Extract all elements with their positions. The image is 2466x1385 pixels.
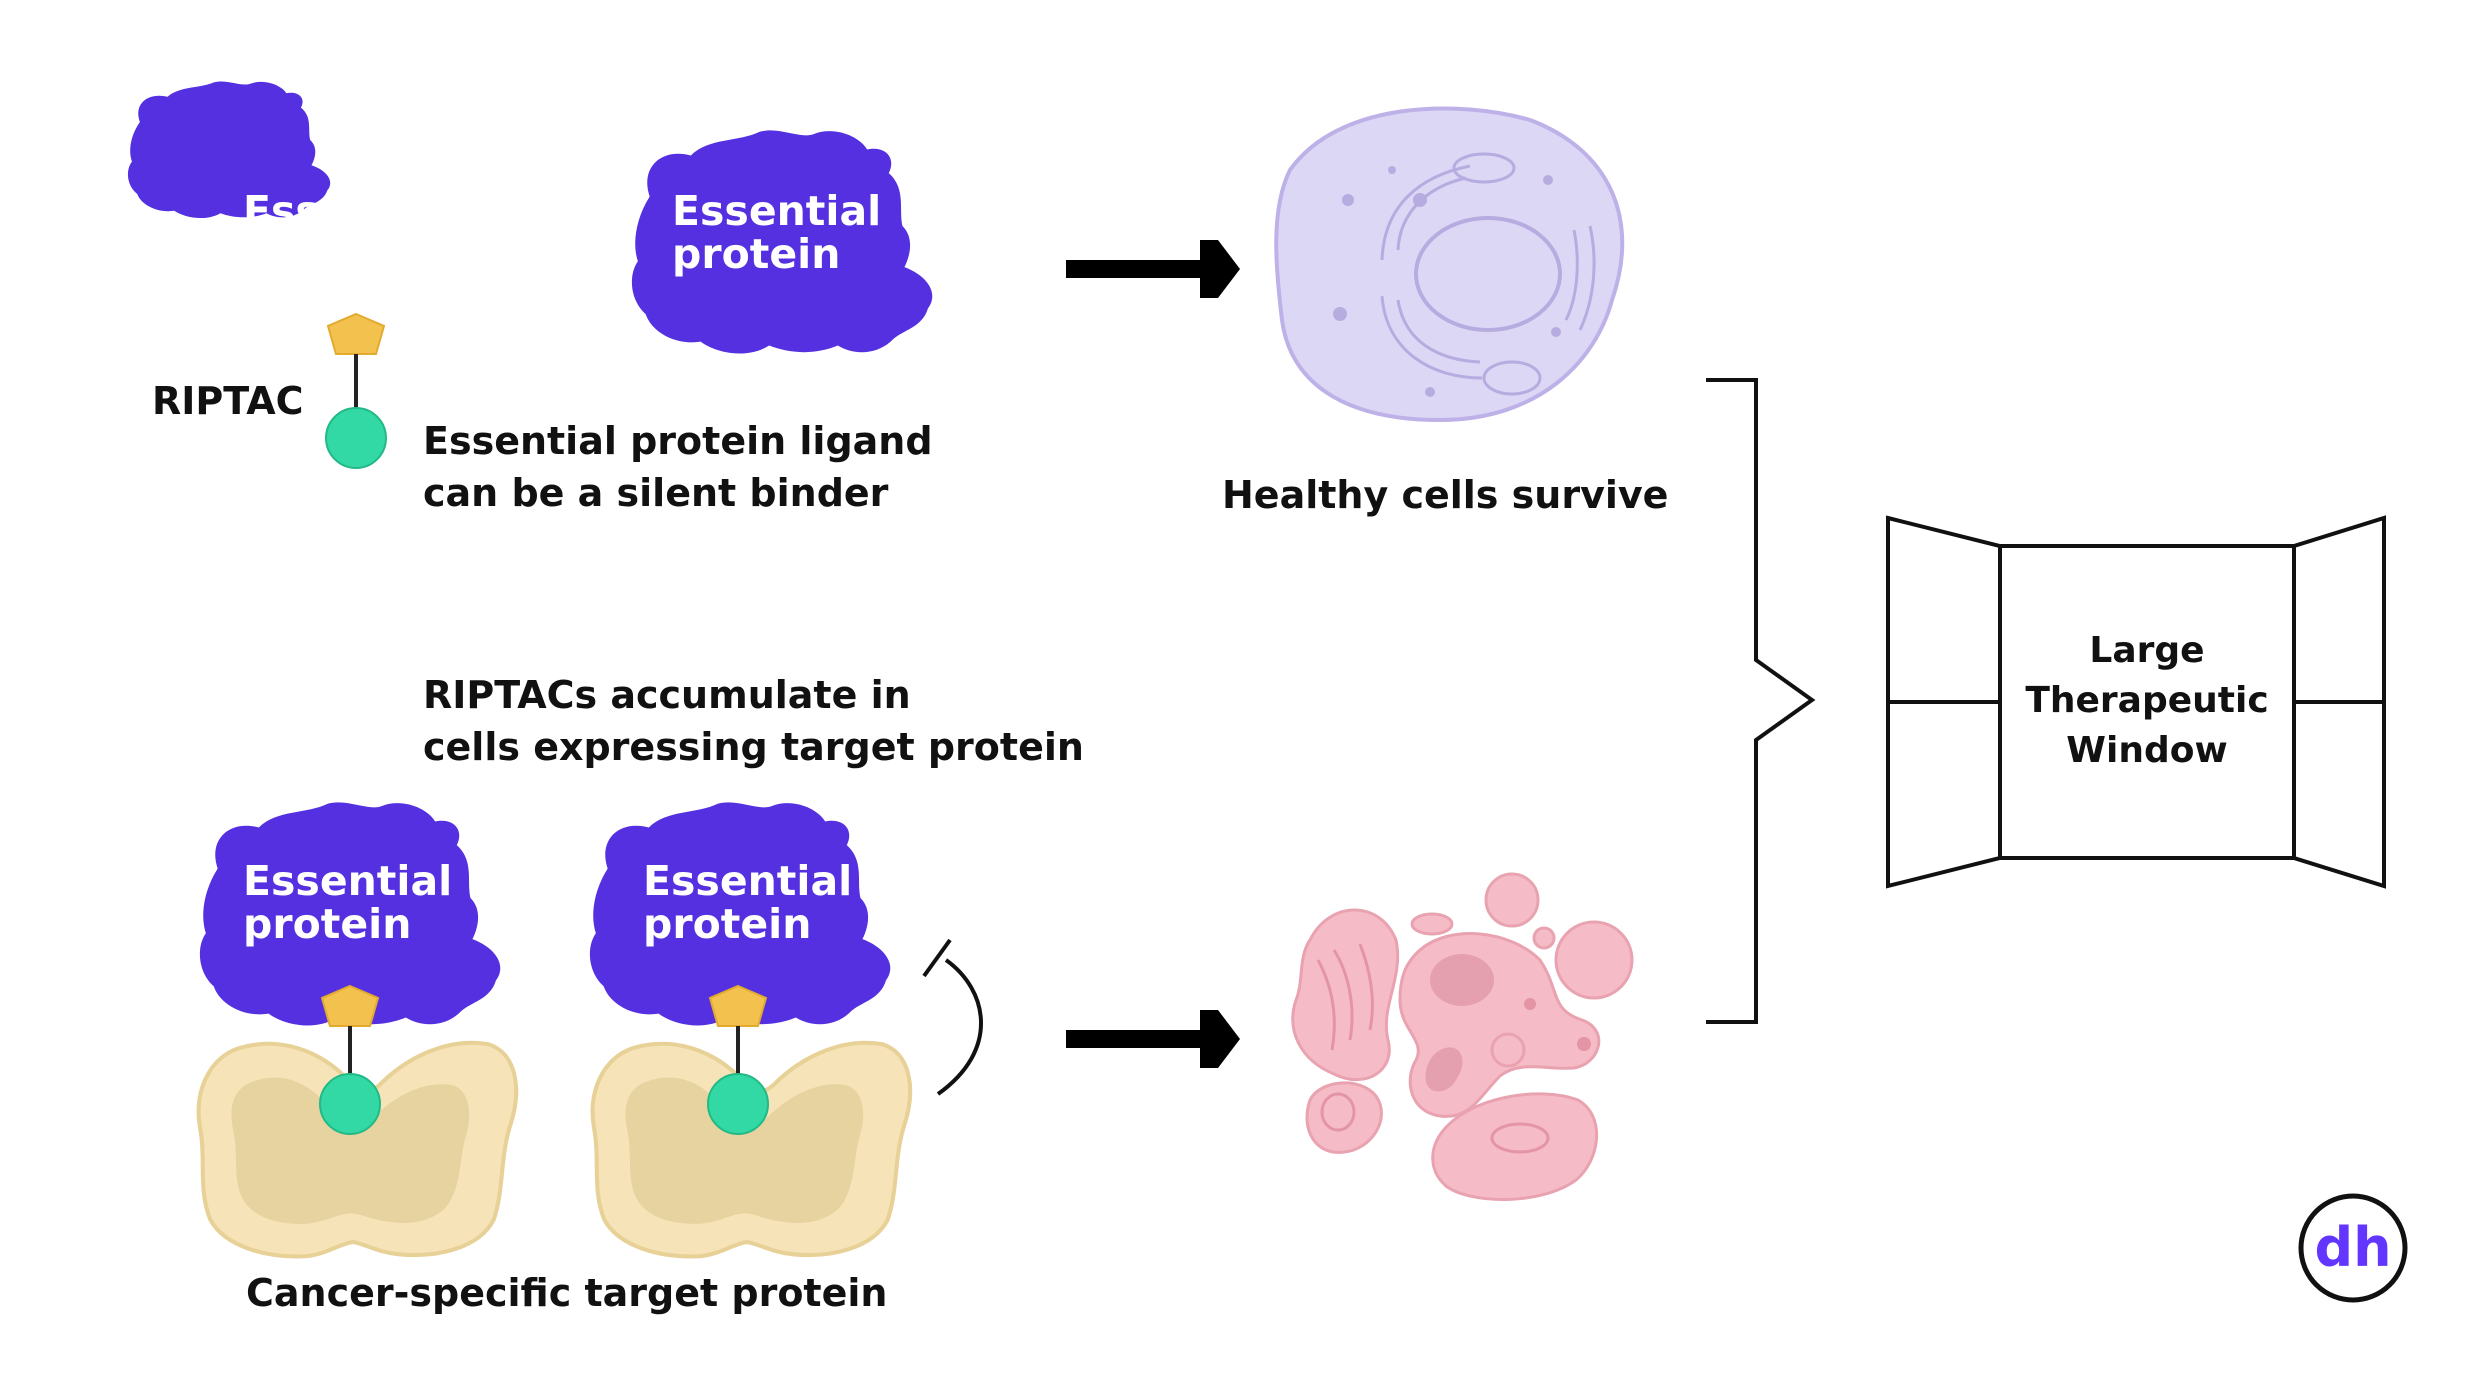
- protein-label-line2: protein: [643, 900, 811, 948]
- protein-label-line2: protein: [243, 230, 411, 278]
- top-protein-1: Essential protein: [127, 81, 452, 278]
- protein-label-line2: protein: [672, 230, 840, 278]
- window-label-line3: Window: [2066, 730, 2227, 771]
- bottom-complex-2: Essential protein: [589, 802, 910, 1256]
- accumulate-note-line1: RIPTACs accumulate in: [423, 673, 911, 717]
- logo: dh: [2298, 1193, 2408, 1303]
- protein-label-line1: Essential: [672, 187, 881, 235]
- warhead-circle-icon: [707, 1073, 769, 1135]
- warhead-circle-icon: [325, 407, 387, 469]
- logo-circle: [2298, 1193, 2408, 1303]
- riptac-molecule: [325, 312, 387, 469]
- protein-label-line2: protein: [243, 900, 411, 948]
- healthy-cell-icon: [1274, 106, 1625, 423]
- ligand-pentagon-icon: [326, 312, 386, 355]
- inhibition-arc-icon: [922, 938, 983, 1096]
- riptac-label: RIPTAC: [152, 379, 304, 423]
- ligand-note-line1: Essential protein ligand: [423, 419, 933, 463]
- right-arrow-icon: [1066, 1010, 1240, 1068]
- protein-label-line1: Essential: [643, 857, 852, 905]
- logo-text: dh: [2314, 1216, 2391, 1279]
- bracket-icon: [1706, 378, 1816, 1024]
- open-window-icon: Large Therapeutic Window: [1886, 515, 2386, 889]
- bottom-complex-1: Essential protein: [199, 802, 516, 1256]
- cancer-cell-icon: [1291, 872, 1634, 1202]
- top-protein-2: Essential protein: [631, 130, 933, 354]
- protein-label-line1: Essential: [243, 857, 452, 905]
- protein-label-line1: Essential: [243, 187, 452, 235]
- warhead-circle-icon: [319, 1073, 381, 1135]
- accumulate-note-line2: cells expressing target protein: [423, 725, 1084, 769]
- ligand-note-line2: can be a silent binder: [423, 471, 889, 515]
- right-arrow-icon: [1066, 240, 1240, 298]
- healthy-outcome-label: Healthy cells survive: [1222, 473, 1668, 517]
- window-label-line2: Therapeutic: [2025, 680, 2268, 721]
- target-protein-label: Cancer-specific target protein: [246, 1271, 887, 1315]
- window-label-line1: Large: [2089, 630, 2204, 671]
